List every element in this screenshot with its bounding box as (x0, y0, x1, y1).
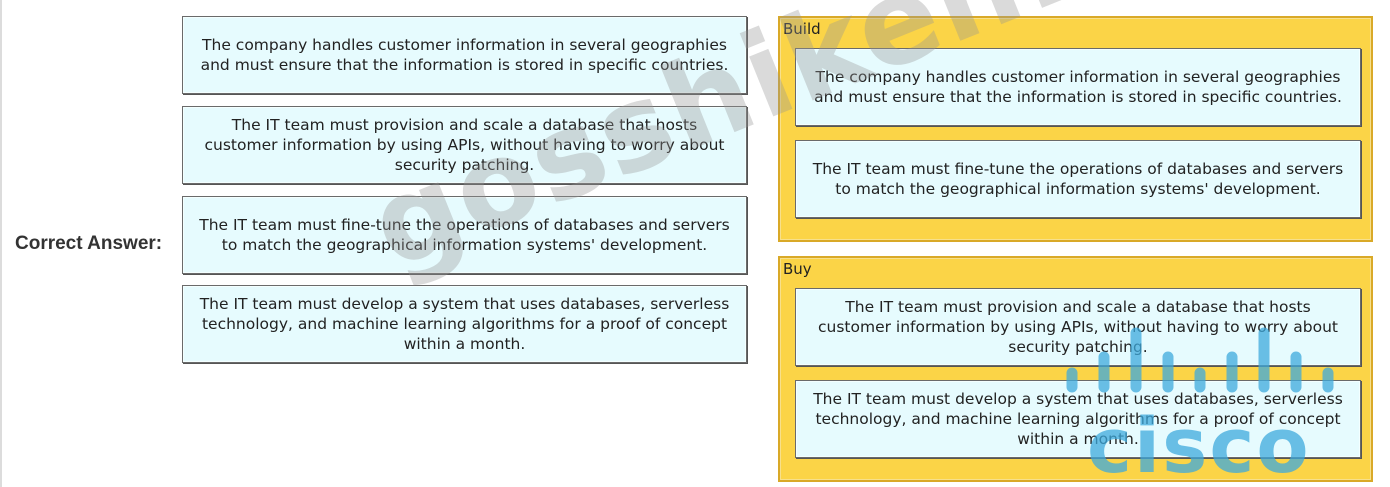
buy-answer-card[interactable]: The IT team must provision and scale a d… (795, 288, 1361, 366)
buy-drop-zone[interactable]: Buy The IT team must provision and scale… (778, 256, 1373, 482)
build-answer-card[interactable]: The company handles customer information… (795, 48, 1361, 126)
buy-title: Buy (783, 260, 812, 278)
build-answer-card[interactable]: The IT team must fine-tune the operation… (795, 140, 1361, 218)
option-card[interactable]: The IT team must provision and scale a d… (182, 106, 747, 184)
build-drop-zone[interactable]: Build The company handles customer infor… (778, 16, 1373, 242)
option-card[interactable]: The IT team must develop a system that u… (182, 285, 747, 363)
option-card[interactable]: The IT team must fine-tune the operation… (182, 196, 747, 274)
correct-answer-label: Correct Answer: (15, 233, 163, 254)
build-title: Build (783, 20, 821, 38)
buy-answer-card[interactable]: The IT team must develop a system that u… (795, 380, 1361, 458)
option-card[interactable]: The company handles customer information… (182, 16, 747, 94)
